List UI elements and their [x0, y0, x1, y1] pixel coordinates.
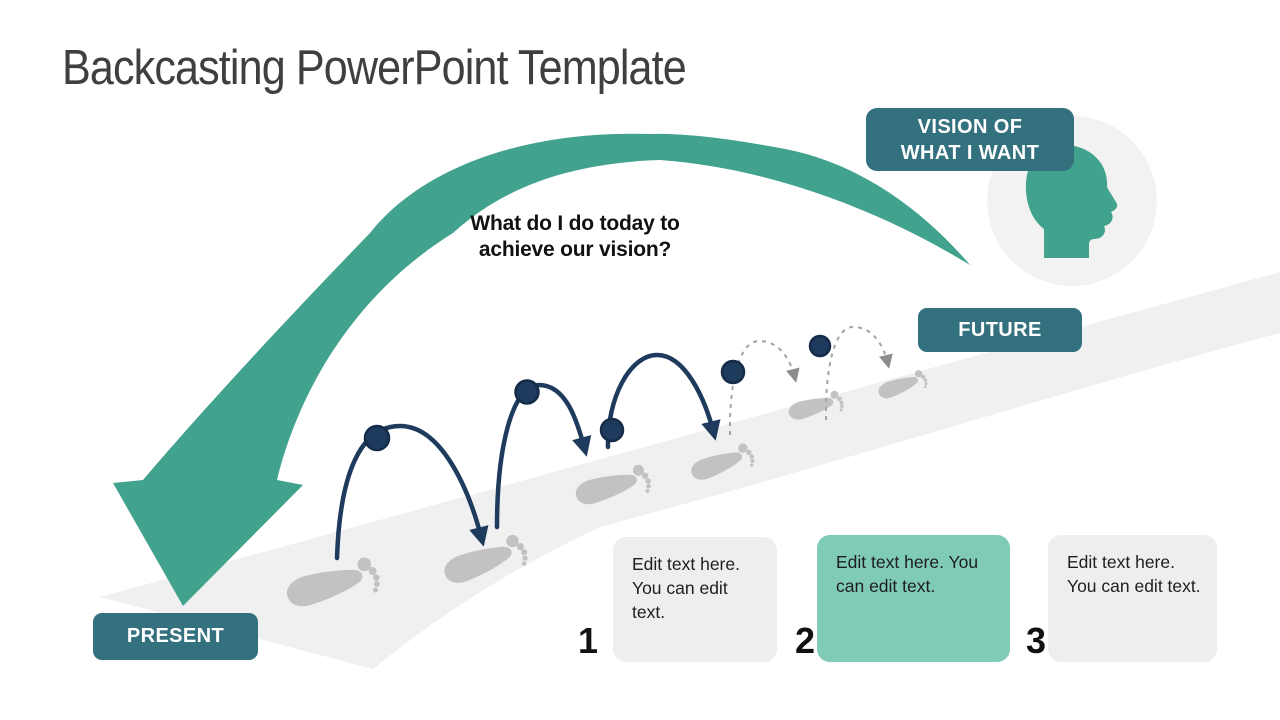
step-number-1: 1	[577, 620, 598, 661]
step-card-1[interactable]: Edit text here. You can edit text.	[613, 537, 777, 662]
milestone-dot-2	[514, 379, 540, 405]
dashed-jump-arc-2	[824, 325, 893, 421]
road-path	[100, 272, 1280, 669]
vision-badge[interactable]: VISION OF WHAT I WANT	[866, 108, 1074, 171]
milestone-dot-5	[808, 334, 832, 358]
step-card-2[interactable]: Edit text here. You can edit text.	[817, 535, 1010, 662]
vision-question-line1: What do I do today to	[470, 212, 680, 235]
present-badge[interactable]: PRESENT	[93, 613, 258, 660]
milestone-dot-1	[363, 424, 391, 452]
step-card-1-text: Edit text here. You can edit text.	[632, 554, 740, 622]
head-profile-icon	[1025, 144, 1118, 258]
vision-badge-line2: WHAT I WANT	[900, 141, 1040, 164]
milestone-dot-4	[720, 359, 746, 385]
vision-question: What do I do today to achieve our vision…	[425, 211, 725, 263]
jump-arc-3	[605, 352, 721, 450]
jump-arc-1	[334, 423, 489, 561]
backcast-curved-arrow-icon	[113, 133, 970, 606]
vision-question-line2: achieve our vision?	[478, 238, 672, 261]
step-card-2-text: Edit text here. You can edit text.	[836, 552, 979, 596]
step-card-3[interactable]: Edit text here. You can edit text.	[1048, 535, 1217, 662]
page-title[interactable]: Backcasting PowerPoint Template	[62, 41, 687, 95]
future-badge[interactable]: FUTURE	[918, 308, 1082, 352]
step-card-3-text: Edit text here. You can edit text.	[1067, 552, 1201, 596]
milestone-dot-3	[599, 417, 625, 443]
step-number-2: 2	[794, 620, 815, 661]
step-number-3: 3	[1025, 620, 1046, 661]
dashed-jump-arc-1	[728, 339, 800, 436]
vision-badge-line1: VISION OF	[917, 115, 1023, 138]
